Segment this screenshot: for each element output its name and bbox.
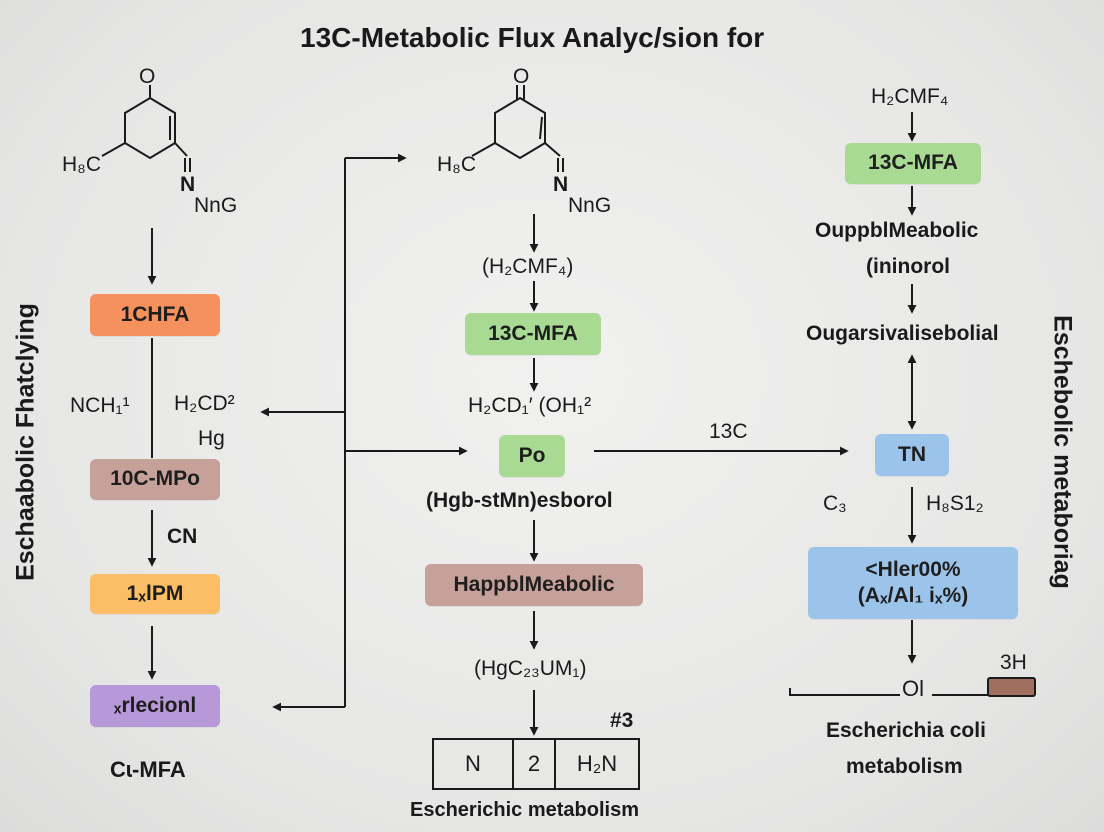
right-label-c3: C₃ — [823, 492, 847, 515]
left-formula-h2cd: H₂CD² — [174, 392, 235, 415]
left-formula-hg: Hg — [198, 427, 225, 450]
left-formula-nch: NCH₁¹ — [70, 394, 130, 417]
left-box-rlecionl: ₓrlecionl — [90, 685, 220, 727]
connector-label-13c: 13C — [709, 420, 748, 443]
right-label-hgs: H₈S1₂ — [926, 492, 984, 515]
middle-mol-oxygen: O — [513, 65, 530, 88]
right-brown-bar — [987, 677, 1036, 697]
middle-table-cell-2: 2 — [514, 740, 556, 788]
right-baseline — [789, 688, 900, 696]
middle-formula-1: (H₂CMF₄) — [482, 255, 574, 278]
left-box-1chfa: 1CHFA — [90, 294, 220, 336]
left-footer: Cɩ-MFA — [110, 757, 186, 782]
middle-table-cell-3: H₂N — [576, 751, 618, 776]
right-footer-line-1: Escherichia coli — [826, 719, 986, 742]
middle-mol-nitrogen: N — [553, 173, 569, 196]
right-box-tn: TN — [875, 434, 949, 476]
middle-mol-group: NnG — [568, 194, 612, 217]
middle-formula-2: H₂CD₁′ (OH₁² — [468, 394, 592, 417]
right-box-13c-mfa: 13C-MFA — [845, 143, 981, 184]
right-box-line-1: <Hler00% — [865, 557, 961, 581]
left-box-ipm: 1ₓlPM — [90, 574, 220, 614]
middle-mol-methyl: H₈C — [437, 153, 477, 176]
middle-box-happblmeabolic: HappblMeabolic — [425, 564, 643, 606]
diagram-title: 13C-Metabolic Flux Analyc/sion for — [300, 22, 765, 53]
right-box-percentages: <Hler00% (Aₓ/Al₁ iₓ%) — [808, 547, 1018, 619]
right-vertical-label: Eschebolic metaboriag — [1048, 315, 1077, 589]
right-footer-line-2: metabolism — [846, 755, 963, 778]
right-label-ol: Ol — [902, 676, 924, 701]
left-box-10c-mpo: 10C-MPo — [90, 459, 220, 500]
right-text-2: (ininorol — [866, 255, 950, 278]
left-mol-nitrogen: N — [180, 173, 196, 196]
middle-hash-label: #3 — [610, 709, 634, 732]
right-box-line-2: (Aₓ/Al₁ iₓ%) — [857, 584, 969, 607]
middle-table: N 2 H₂N — [432, 738, 640, 790]
middle-box-po: Po — [499, 435, 565, 477]
right-text-3: Ougarsivalisebolial — [806, 322, 999, 345]
middle-footer: Escherichic metabolism — [410, 799, 639, 821]
right-formula-1: H₂CMF₄ — [871, 85, 949, 108]
left-mol-methyl: H₈C — [62, 153, 102, 176]
middle-table-cell-1: N — [434, 740, 514, 788]
left-molecule-structure — [101, 85, 191, 172]
middle-formula-3: (Hgb-stMn)esborol — [426, 489, 613, 512]
left-mol-oxygen: O — [139, 65, 156, 88]
left-vertical-label: Eschaabolic Fhatclying — [11, 303, 40, 581]
left-label-cn: CN — [167, 525, 198, 548]
right-text-1: OuppblMeabolic — [815, 219, 979, 242]
middle-box-13c-mfa: 13C-MFA — [465, 313, 601, 355]
left-mol-group: NnG — [194, 194, 238, 217]
middle-formula-4: (HgC₂₃UM₁) — [474, 657, 587, 680]
right-label-3h: 3H — [1000, 651, 1027, 674]
middle-molecule-structure — [471, 85, 564, 172]
